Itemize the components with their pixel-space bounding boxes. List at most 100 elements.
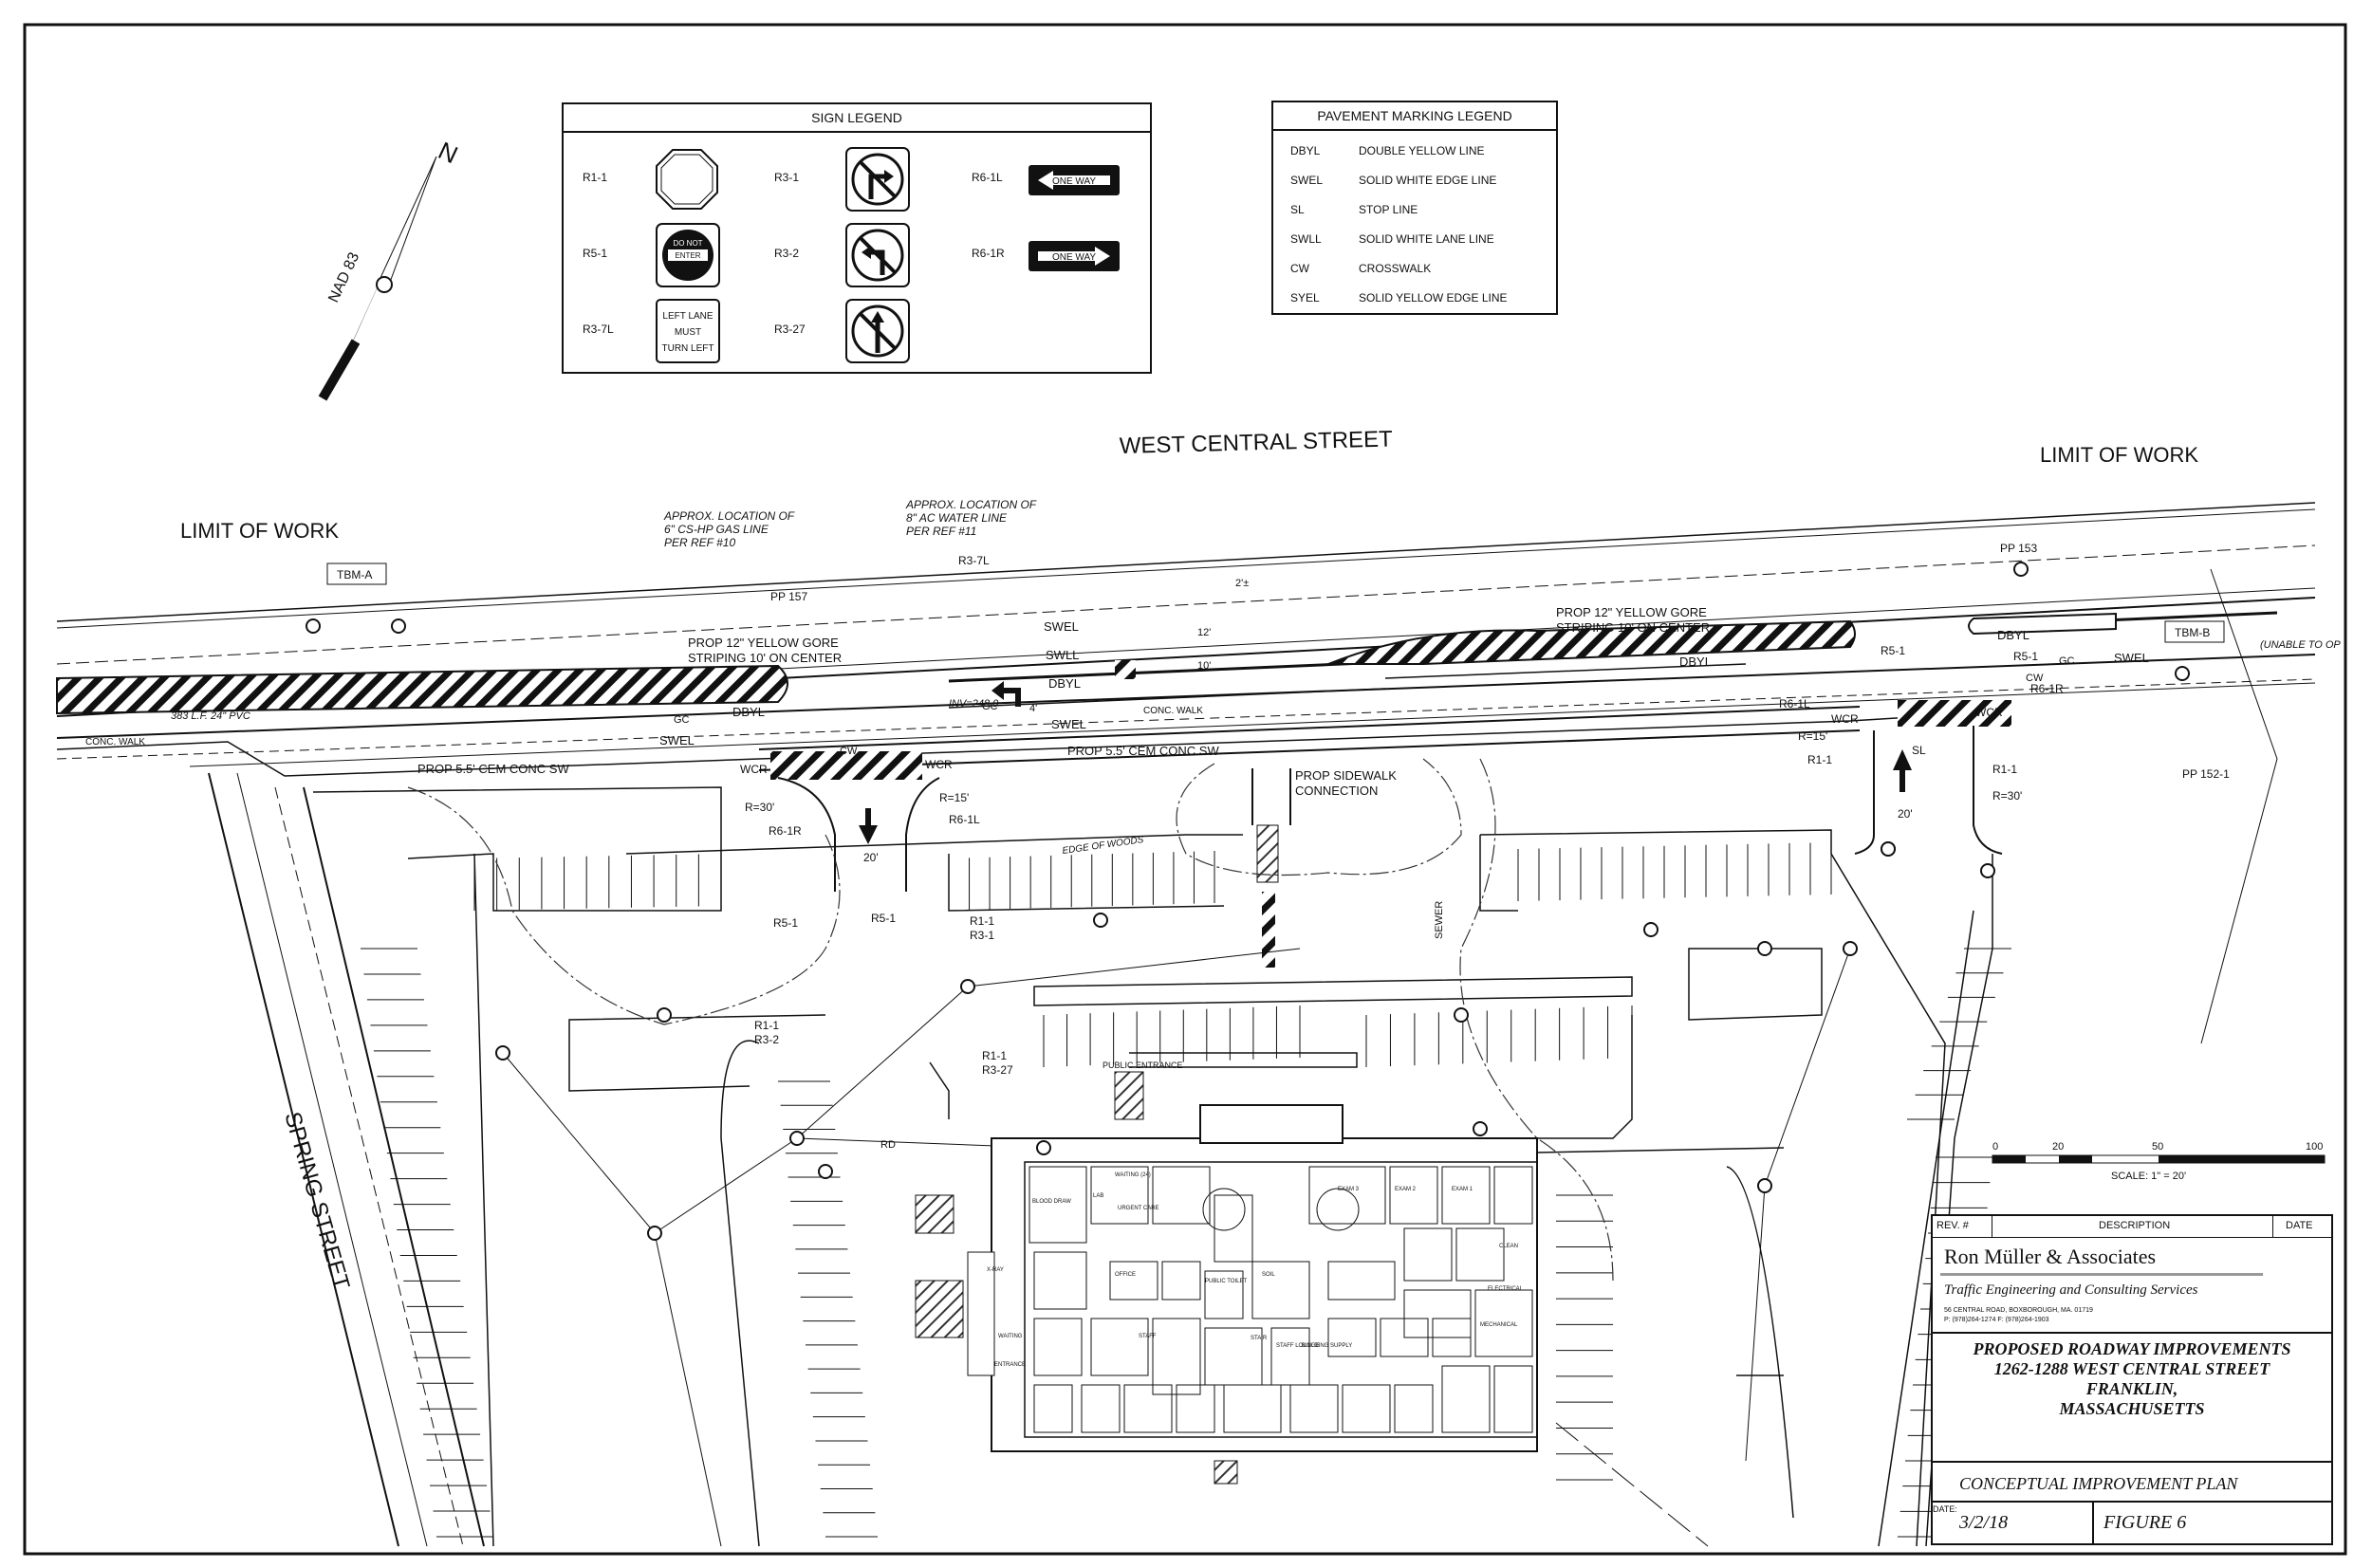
rd-label: RD: [880, 1139, 896, 1151]
one-way-right-icon: ONE WAY: [1028, 241, 1120, 271]
d2-callout: 2'±: [1235, 578, 1249, 589]
nad83-label: NAD 83: [325, 250, 362, 305]
d12-callout: 12': [1197, 627, 1211, 638]
legend-desc-cw: CROSSWALK: [1359, 262, 1432, 275]
plan-date: 3/2/18: [1959, 1512, 2009, 1533]
building-room: [1327, 1261, 1396, 1301]
room-label: ELECTRICAL: [1488, 1286, 1524, 1292]
sheet-title: CONCEPTUAL IMPROVEMENT PLAN: [1959, 1474, 2238, 1493]
building-room: [1204, 1270, 1244, 1319]
r1-1-callout-2: R1-1: [1992, 763, 2017, 776]
pavement-legend-title: PAVEMENT MARKING LEGEND: [1273, 102, 1556, 131]
room-label: PUBLIC TOILET: [1205, 1279, 1247, 1284]
room-label: WAITING: [998, 1334, 1023, 1339]
r15-callout-2: R=15': [939, 791, 969, 804]
stop-sign-icon: [656, 149, 718, 210]
r5-1-callout-3: R5-1: [773, 916, 798, 930]
room-label: STAFF: [1139, 1334, 1157, 1339]
building-room: [1389, 1166, 1438, 1225]
legend-desc-swll: SOLID WHITE LANE LINE: [1359, 232, 1494, 246]
room-label: MECHANICAL: [1480, 1322, 1518, 1328]
building-room: [1033, 1318, 1083, 1376]
date-label: DATE:: [1933, 1504, 1957, 1514]
building-room: [1403, 1289, 1472, 1338]
scale-bar: [1992, 1154, 2326, 1164]
project-line-2: 1262-1288 WEST CENTRAL STREET: [1993, 1359, 2270, 1378]
building-room: [1090, 1166, 1149, 1225]
building-curved-wall: [1316, 1188, 1360, 1231]
gas-note-3: PER REF #10: [664, 536, 735, 549]
legend-desc-syel: SOLID YELLOW EDGE LINE: [1359, 291, 1508, 304]
building-room: [1441, 1365, 1491, 1433]
scale-tick-50: 50: [2152, 1141, 2163, 1153]
water-note-1: APPROX. LOCATION OF: [905, 498, 1037, 511]
svg-text:LEFT LANE: LEFT LANE: [662, 311, 713, 322]
building-room: [1109, 1261, 1158, 1301]
utility-pole-icon: [2175, 666, 2190, 681]
wcr-mark-1: WCR: [740, 763, 768, 776]
utility-pole-icon: [789, 1131, 805, 1146]
r6-1r-callout-2: R6-1R: [769, 824, 802, 838]
building-room: [1251, 1261, 1310, 1319]
sheet-border: [23, 23, 2347, 1556]
swel-mark-4: SWEL: [2114, 651, 2149, 665]
utility-pole-icon: [960, 979, 975, 994]
room-label: X-RAY: [987, 1267, 1004, 1273]
one-way-left-icon: ONE WAY: [1028, 165, 1120, 195]
utility-pole-icon: [306, 618, 321, 634]
firm-address-2: P: (978)264-1274 F: (978)264-1903: [1944, 1317, 2049, 1323]
d4-callout: 4': [1029, 703, 1037, 714]
pvc-label: 383 L.F. 24" PVC: [171, 710, 250, 722]
legend-desc-swel: SOLID WHITE EDGE LINE: [1359, 174, 1497, 187]
gas-note-2: 6" CS-HP GAS LINE: [664, 523, 769, 536]
building-room: [1223, 1384, 1282, 1433]
gas-note-1: APPROX. LOCATION OF: [663, 509, 795, 523]
room-label: SOIL: [1262, 1272, 1275, 1278]
room-label: OFFICE: [1115, 1272, 1136, 1278]
yellow-gore-striping: [56, 612, 2117, 715]
room-label: EXAM 3: [1338, 1187, 1360, 1192]
title-block: REV. # DESCRIPTION DATE Ron Müller & Ass…: [1931, 1214, 2333, 1545]
building-curved-wall: [1202, 1188, 1246, 1231]
building-room: [1289, 1384, 1339, 1433]
sign-code-r3-1: R3-1: [774, 171, 800, 184]
north-arrow-icon: [318, 156, 437, 401]
one-way-text: ONE WAY: [1052, 176, 1096, 187]
swel-mark-3: SWEL: [659, 733, 695, 747]
project-line-3: FRANKLIN,: [2085, 1379, 2178, 1398]
room-label: BUILDING SUPPLY: [1302, 1343, 1352, 1349]
limit-of-work-left: LIMIT OF WORK: [180, 519, 339, 543]
dbyl-mark-4: DBYL: [1997, 628, 2029, 642]
cw-mark-2: CW: [2026, 673, 2044, 684]
spring-street-road: [208, 772, 485, 1547]
gore-left-note-1: PROP 12" YELLOW GORE: [688, 636, 839, 650]
r6-1l-callout-1: R6-1L: [1779, 697, 1810, 710]
building-room: [1308, 1166, 1386, 1225]
wcr-mark-2: WCR: [925, 758, 953, 771]
building-room: [1161, 1261, 1201, 1301]
swel-mark-1: SWEL: [1044, 619, 1079, 634]
edge-of-woods-treeline: [407, 758, 1614, 1282]
utility-pole-icon: [1757, 1178, 1772, 1193]
room-label: LAB: [1093, 1193, 1103, 1199]
sign-code-r1-1: R1-1: [583, 171, 608, 184]
utility-pole-icon: [647, 1226, 662, 1241]
utility-pole-icon: [1473, 1121, 1488, 1136]
gc-mark-3: GC: [2059, 655, 2075, 667]
inv-label: INV=248.0: [949, 698, 999, 710]
scale-tick-20: 20: [2052, 1141, 2064, 1153]
room-label: BLOOD DRAW: [1032, 1199, 1071, 1205]
building-room: [1090, 1318, 1149, 1376]
room-label: EXAM 2: [1395, 1187, 1417, 1192]
sidewalk-right-label: PROP 5.5' CEM CONC SW: [1067, 744, 1219, 758]
west-central-street-label: WEST CENTRAL STREET: [1119, 426, 1393, 459]
scale-label: SCALE: 1" = 20': [2111, 1171, 2186, 1182]
pp153-label: PP 153: [2000, 542, 2037, 555]
pavement-arrows: [859, 681, 1912, 844]
utility-pole-icon: [1036, 1140, 1051, 1155]
dbyl-mark-2: DBYL: [732, 705, 765, 719]
spring-street-label: SPRING STREET: [279, 1109, 354, 1293]
w20-callout-2: 20': [863, 851, 879, 864]
r1-1-callout-3: R1-1: [970, 914, 994, 928]
